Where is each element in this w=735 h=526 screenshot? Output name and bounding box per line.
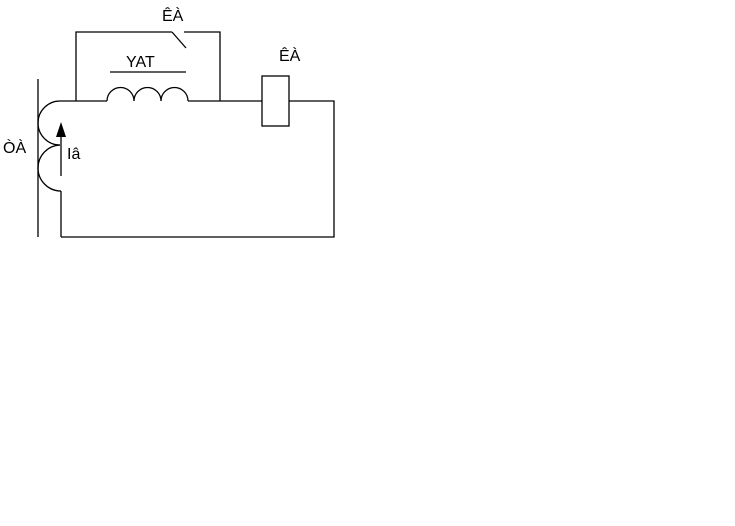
ct-winding-upper-arc	[37, 100, 76, 146]
current-arrow-head	[56, 122, 66, 137]
relay-contact	[171, 31, 187, 49]
label-yat: YAT	[126, 54, 155, 71]
ct-winding-lower-arc	[37, 144, 62, 192]
label-ka-top: ÊÀ	[162, 6, 184, 25]
bypass-wire-left	[75, 31, 172, 101]
return-wire	[61, 100, 335, 238]
label-current: Iâ	[67, 146, 80, 163]
label-ta: ÒÀ	[3, 138, 26, 157]
bypass-wire-right	[184, 31, 221, 101]
yat-coil	[106, 86, 189, 102]
relay-ka-box	[261, 75, 290, 127]
label-ka-right: ÊÀ	[279, 46, 301, 65]
